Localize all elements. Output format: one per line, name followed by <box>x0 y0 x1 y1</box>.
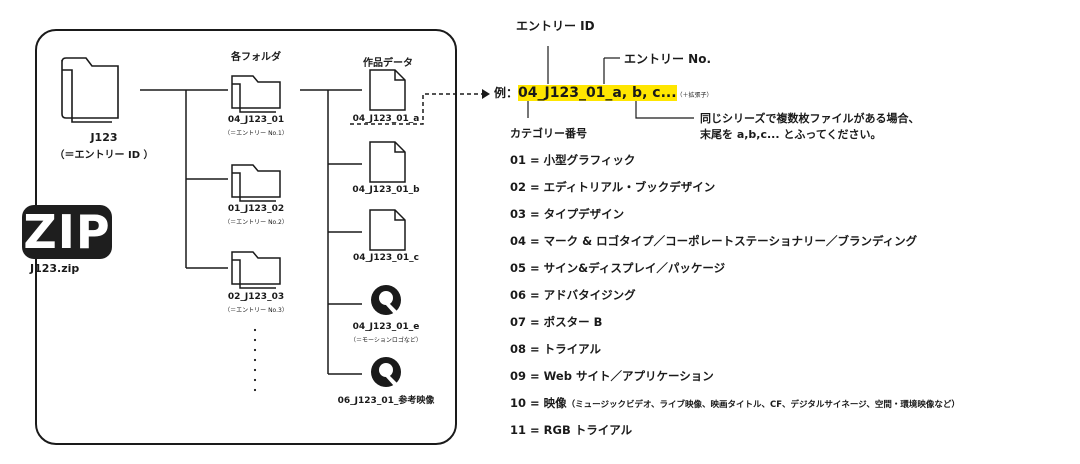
example-code: 例：04_J123_01_a, b, c...（＋拡張子） <box>494 84 713 101</box>
label-entry-id: エントリー ID <box>516 19 595 33</box>
tree-lines <box>140 89 482 375</box>
document-icon <box>369 209 406 251</box>
folder-sub: （＝エントリー No.3） <box>224 307 288 314</box>
note-line1: 同じシリーズで複数枚ファイルがある場合、 <box>700 112 920 125</box>
file-name: 04_J123_01_a <box>352 114 420 124</box>
folders-header: 各フォルダ <box>231 52 281 63</box>
category-item: 04 = マーク & ロゴタイプ／コーポレートステーショナリー／ブランディング <box>510 234 918 248</box>
document-icon <box>369 141 406 183</box>
note-line2: 末尾を a,b,c... とふってください。 <box>700 128 882 141</box>
pointer-arrowhead <box>482 89 490 99</box>
zip-badge: ZIP <box>22 205 112 259</box>
category-item: 08 = トライアル <box>510 342 602 356</box>
zip-filename: J123.zip <box>30 262 80 275</box>
label-category: カテゴリー番号 <box>510 127 587 140</box>
category-item: 09 = Web サイト／アプリケーション <box>510 369 714 383</box>
file-sub: （＝モーションロゴなど） <box>350 337 422 344</box>
folder-name: 02_J123_03 <box>227 292 285 302</box>
root-folder-name: J123 <box>90 131 118 144</box>
label-entry-no: エントリー No. <box>624 52 712 66</box>
code-suffix: _a, b, c... <box>605 85 677 101</box>
category-item: 03 = タイプデザイン <box>510 207 625 221</box>
folder-name: 01_J123_02 <box>227 204 285 214</box>
file-name: 04_J123_01_e <box>352 322 420 332</box>
movie-file-icon <box>371 357 401 387</box>
category-item: 06 = アドバタイジング <box>510 288 636 302</box>
category-note: （ミュージックビデオ、ライブ映像、映画タイトル、CF、デジタルサイネージ、空間・… <box>566 400 960 410</box>
root-folder-sub: （＝エントリー ID ） <box>54 150 154 161</box>
movie-file-icon <box>371 285 401 315</box>
folder-name: 04_J123_01 <box>227 115 285 125</box>
folder-icon <box>231 75 281 113</box>
folder-sub: （＝エントリー No.1） <box>224 130 288 137</box>
code-entry-id: J123 <box>544 85 579 101</box>
category-item: 10 = 映像（ミュージックビデオ、ライブ映像、映画タイトル、CF、デジタルサイ… <box>510 396 960 410</box>
code-sep: _ <box>578 85 586 101</box>
annotation-lines <box>527 46 694 119</box>
file-name: 06_J123_01_参考映像 <box>337 396 435 406</box>
category-item: 07 = ポスター B <box>510 315 603 329</box>
folder-icon <box>231 251 281 289</box>
files-header: 作品データ <box>363 58 413 69</box>
code-category: 04 <box>518 85 538 101</box>
root-folder-icon <box>61 57 119 123</box>
example-prefix: 例： <box>494 86 519 100</box>
category-item: 02 = エディトリアル・ブックデザイン <box>510 180 716 194</box>
file-name: 04_J123_01_c <box>352 253 420 263</box>
code-sep: _ <box>537 85 545 101</box>
category-item: 11 = RGB トライアル <box>510 423 633 437</box>
category-item: 05 = サイン&ディスプレイ／パッケージ <box>510 261 726 275</box>
file-name: 04_J123_01_b <box>352 185 420 195</box>
more-folders-dots <box>253 328 257 392</box>
folder-sub: （＝エントリー No.2） <box>224 219 288 226</box>
code-ext: （＋拡張子） <box>676 92 713 99</box>
code-entry-no: 01 <box>585 85 606 101</box>
category-item: 01 = 小型グラフィック <box>510 153 636 167</box>
document-icon <box>369 69 406 111</box>
folder-icon <box>231 164 281 202</box>
